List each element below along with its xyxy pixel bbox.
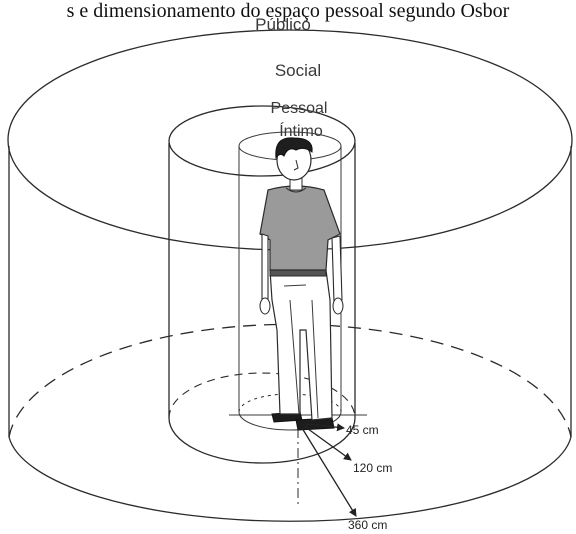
middle-base-front xyxy=(168,417,356,464)
right-arm xyxy=(331,235,343,303)
trousers xyxy=(269,269,333,421)
middle-cylinder xyxy=(168,105,356,464)
trouser-crease-right xyxy=(311,299,319,419)
t-shirt xyxy=(259,185,341,271)
zone-label-social: Social xyxy=(275,61,321,80)
dimension-label-45cm: 45 cm xyxy=(346,423,379,437)
middle-top-ellipse xyxy=(168,105,356,177)
trouser-pocket xyxy=(283,284,307,287)
left-arm xyxy=(261,233,269,303)
person-figure xyxy=(259,137,344,431)
outer-base-front xyxy=(8,436,572,522)
figure-caption: s e dimensionamento do espaço pessoal se… xyxy=(67,0,510,22)
arrow-360cm xyxy=(301,427,357,517)
zone-label-intimate: Íntimo xyxy=(279,121,323,140)
zone-label-personal: Pessoal xyxy=(271,100,328,117)
nose xyxy=(293,159,299,171)
dimension-label-120cm: 120 cm xyxy=(353,461,392,475)
left-hand xyxy=(259,297,271,315)
right-hand xyxy=(332,297,344,315)
dimension-label-360cm: 360 cm xyxy=(348,518,387,532)
shirt-collar xyxy=(285,187,307,193)
middle-base-back xyxy=(168,372,356,419)
hair xyxy=(275,137,313,160)
arrow-120cm xyxy=(303,425,352,461)
arrow-45cm xyxy=(305,423,345,432)
zone-label-public: Público xyxy=(255,15,311,34)
inner-base-front xyxy=(238,411,342,431)
trouser-crease-left xyxy=(289,299,300,415)
dimension-arrows xyxy=(301,423,357,517)
